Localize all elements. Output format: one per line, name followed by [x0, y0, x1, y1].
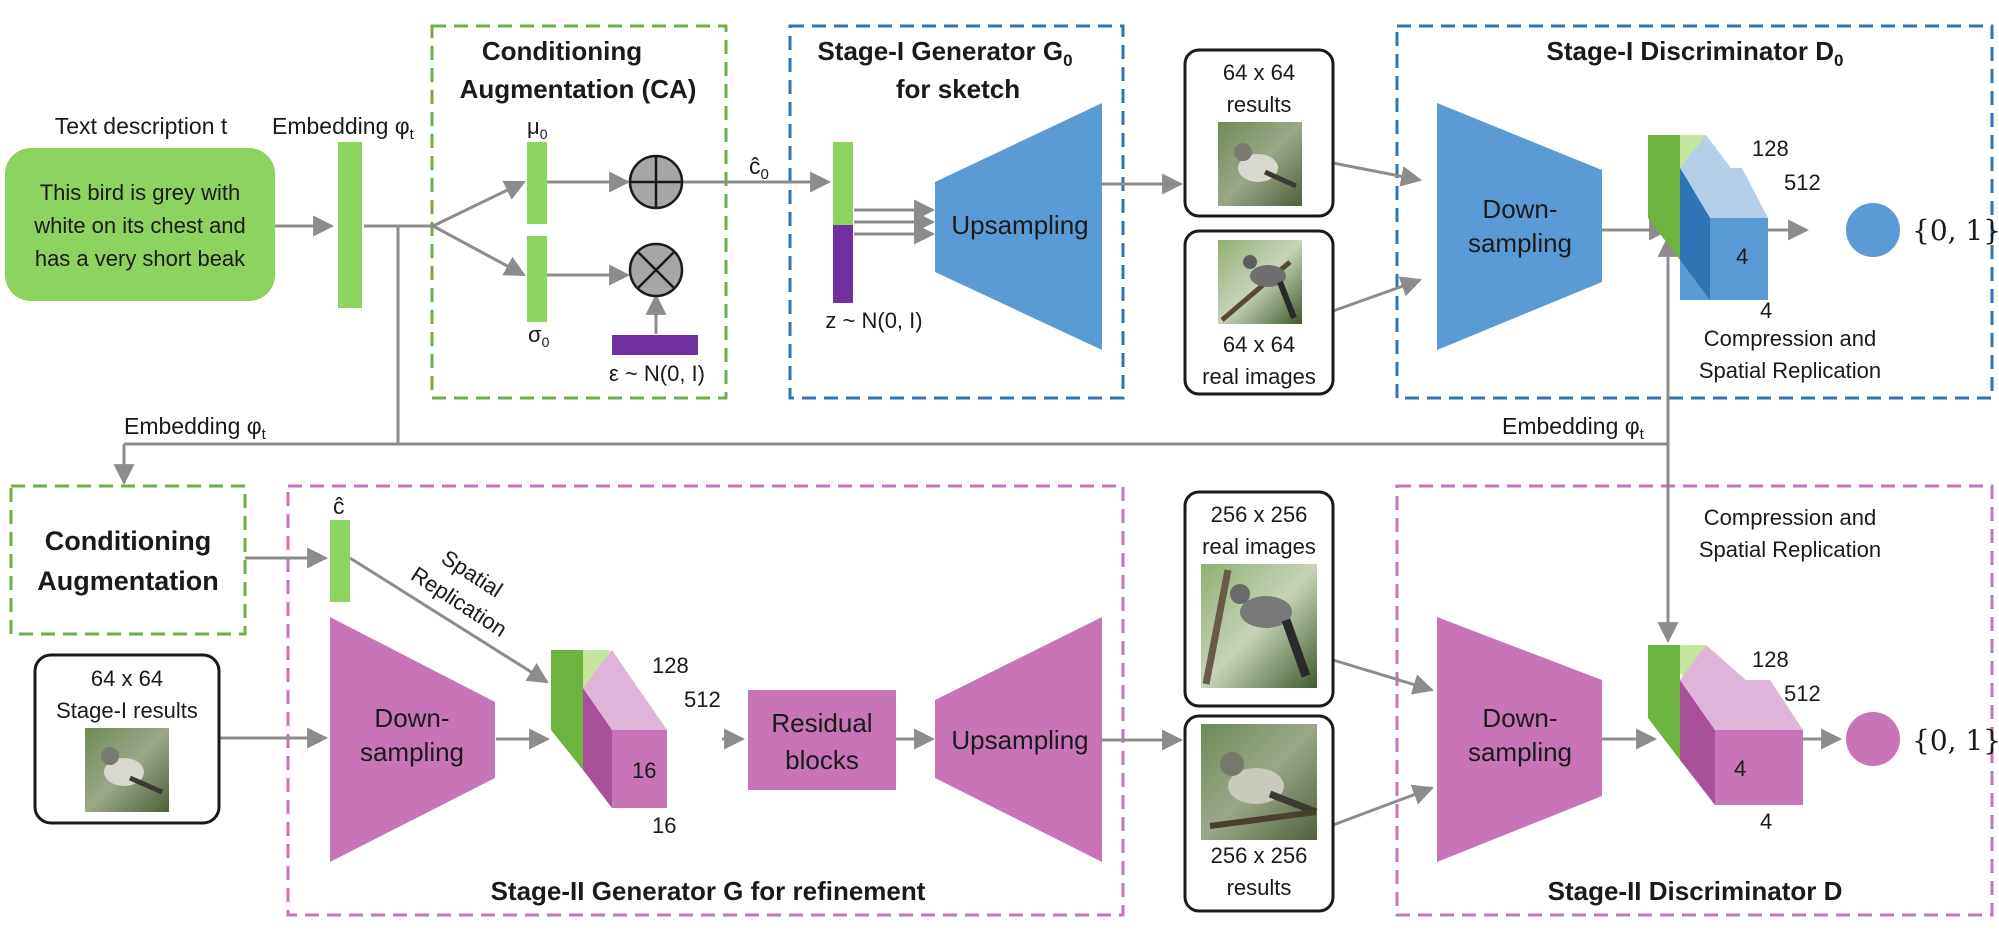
stage1-results-line-1: 64 x 64	[1223, 60, 1295, 85]
embedding-label-right: Embedding φt	[1502, 413, 1645, 443]
stage1-generator-title-line-2: for sketch	[896, 74, 1020, 104]
ca2-title-line-1: Conditioning	[45, 526, 211, 556]
stage1-results-line-2: results	[1227, 92, 1292, 117]
stage2-upsampling-block	[935, 617, 1102, 862]
text-description-heading: Text description t	[55, 113, 228, 139]
stage2-real-line-2: real images	[1202, 534, 1316, 559]
c0-label: ĉ0	[749, 153, 769, 183]
stage1-upsampling-block	[935, 103, 1102, 350]
ca-title-line-1: Conditioning	[482, 36, 642, 66]
stage2-output-label: {0, 1}	[1912, 724, 1999, 757]
residual-blocks-line-1: Residual	[771, 708, 872, 738]
stage2-disc-dim-4-front: 4	[1734, 756, 1746, 781]
stage1-compression-line-2: Spatial Replication	[1699, 358, 1881, 383]
stage1-input-line-1: 64 x 64	[91, 666, 163, 691]
stage1-downsampling-line-2: sampling	[1468, 228, 1572, 258]
text-description-box	[5, 148, 275, 301]
stage1-generator-title-line-1: Stage-I Generator G0	[817, 36, 1072, 70]
residual-blocks	[748, 690, 896, 790]
stage1-real-line-1: 64 x 64	[1223, 332, 1295, 357]
stage1-downsampling-block	[1437, 103, 1602, 350]
stage2-generator-title: Stage-II Generator G for refinement	[491, 876, 926, 906]
text-description-line-1: This bird is grey with	[40, 180, 241, 205]
connector-lines	[113, 161, 1843, 827]
stage2-real-bird-image	[1201, 564, 1317, 688]
ca-box	[430, 24, 728, 400]
multiply-operator-icon	[628, 242, 684, 298]
stage2-disc-downsampling-line-1: Down-	[1482, 703, 1557, 733]
ca2-title-line-2: Augmentation	[37, 566, 219, 596]
stage1-generator-box	[788, 24, 1125, 400]
mu-label: μ0	[527, 114, 548, 142]
stage1-compression-line-1: Compression and	[1704, 326, 1876, 351]
noise-label: z ~ N(0, I)	[825, 308, 922, 333]
text-description-line-2: white on its chest and	[33, 213, 246, 238]
residual-blocks-line-2: blocks	[785, 745, 859, 775]
stage2-discriminator-title: Stage-II Discriminator D	[1548, 876, 1843, 906]
stage1-output-node	[1846, 203, 1900, 257]
mu-bar	[527, 142, 547, 224]
plus-operator-icon	[628, 154, 684, 210]
stage2-output-node	[1846, 712, 1900, 766]
stage1-input-bird-image	[85, 728, 169, 812]
stage1-input-line-2: Stage-I results	[56, 698, 198, 723]
epsilon-bar	[612, 335, 698, 355]
stage2-downsampling-line-1: Down-	[374, 703, 449, 733]
ca-title-line-2: Augmentation (CA)	[460, 74, 697, 104]
stage1-real-bird-image	[1218, 240, 1302, 324]
stage1-dim-128: 128	[1752, 136, 1789, 161]
stage2-disc-dim-128: 128	[1752, 647, 1789, 672]
stage1-upsampling-label: Upsampling	[951, 210, 1088, 240]
stage2-generator-box	[286, 484, 1125, 917]
embedding-label-top: Embedding φt	[272, 113, 415, 143]
stage2-gen-dim-512: 512	[684, 687, 721, 712]
stage2-results-line-2: results	[1227, 875, 1292, 900]
stage2-disc-dim-512: 512	[1784, 681, 1821, 706]
stage1-dim-512: 512	[1784, 170, 1821, 195]
c-hat-bar	[330, 520, 350, 602]
c-hat-label: ĉ	[333, 493, 345, 519]
embedding-bar	[338, 142, 362, 308]
stage1-result-bird-image	[1218, 122, 1302, 206]
stage2-result-bird-image	[1201, 724, 1318, 840]
sigma-bar	[527, 236, 547, 322]
stage1-dim-4-bottom: 4	[1760, 298, 1772, 323]
text-description-line-3: has a very short beak	[35, 246, 246, 271]
stage1-downsampling-line-1: Down-	[1482, 194, 1557, 224]
stage2-disc-dim-4-bottom: 4	[1760, 809, 1772, 834]
stage2-disc-feature-cube	[1648, 645, 1803, 805]
stage2-disc-downsampling-line-2: sampling	[1468, 737, 1572, 767]
c0-bar	[833, 142, 853, 225]
stage2-downsampling-block	[330, 617, 495, 862]
stage2-gen-dim-128: 128	[652, 653, 689, 678]
sigma-label: σ0	[528, 322, 550, 350]
stage2-gen-dim-16-bottom: 16	[652, 813, 676, 838]
stage2-compression-line-2: Spatial Replication	[1699, 537, 1881, 562]
stage1-feature-cube	[1648, 135, 1768, 300]
stage1-output-label: {0, 1}	[1912, 214, 1999, 247]
stage1-discriminator-title: Stage-I Discriminator D0	[1547, 36, 1844, 70]
stage2-downsampling-disc-block	[1437, 617, 1602, 862]
stage2-real-line-1: 256 x 256	[1211, 502, 1308, 527]
ca2-box	[9, 484, 247, 636]
stage2-compression-line-1: Compression and	[1704, 505, 1876, 530]
stage2-gen-feature-cube	[551, 650, 667, 808]
stage2-discriminator-box	[1395, 484, 1994, 917]
noise-bar	[833, 225, 853, 303]
stage2-gen-dim-16-front: 16	[632, 758, 656, 783]
stage2-downsampling-line-2: sampling	[360, 737, 464, 767]
stage1-discriminator-box	[1395, 24, 1994, 400]
epsilon-label: ε ~ N(0, I)	[609, 361, 705, 386]
embedding-label-left: Embedding φt	[124, 413, 267, 443]
stage2-results-line-1: 256 x 256	[1211, 843, 1308, 868]
stage1-dim-4-front: 4	[1736, 244, 1748, 269]
stage2-upsampling-label: Upsampling	[951, 725, 1088, 755]
stage1-real-line-2: real images	[1202, 364, 1316, 389]
